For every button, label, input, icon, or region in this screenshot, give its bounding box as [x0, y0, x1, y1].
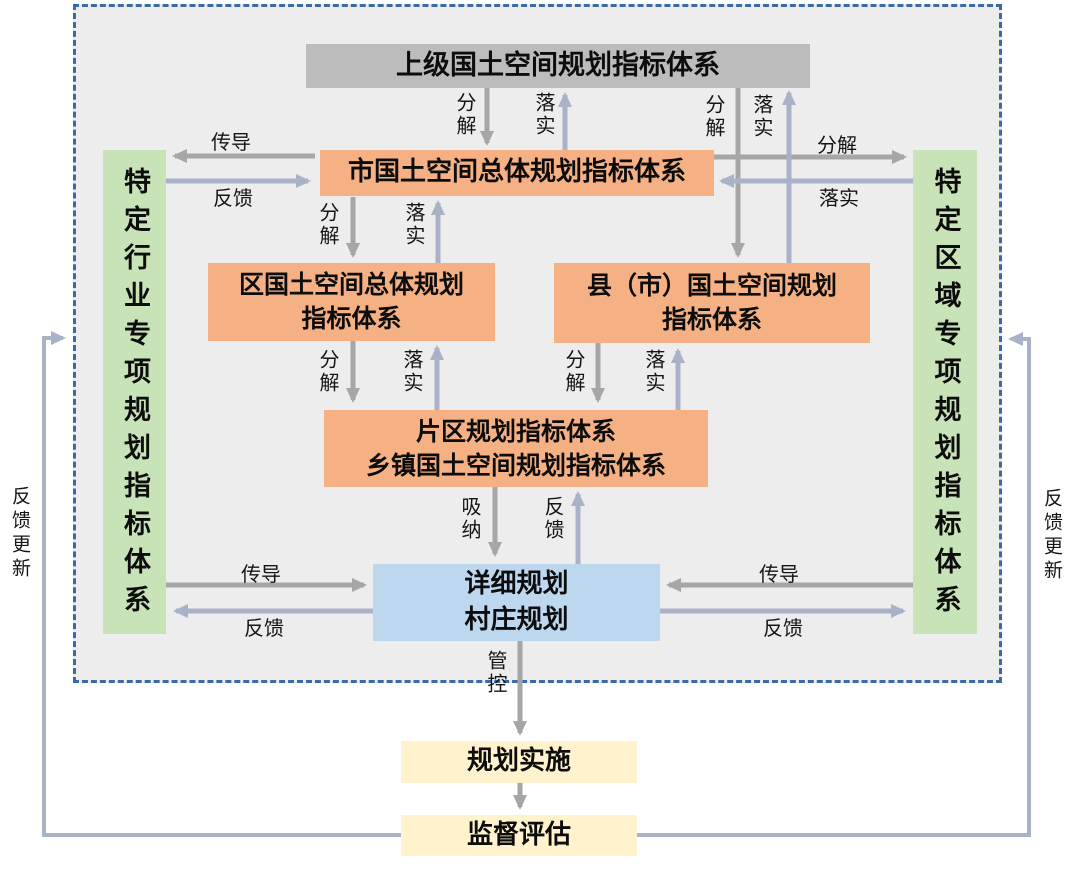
label-decompose-municipal-region: 分解	[817, 133, 857, 157]
box-county-label-line2: 指标体系	[661, 305, 762, 334]
box-detailed-label-line2: 村庄规划	[464, 604, 569, 635]
box-supervision-label: 监督评估	[466, 819, 571, 850]
box-industry-label: 特定行业专项规划指标体系	[119, 167, 150, 623]
label-implement-municipal-superior: 落实	[532, 92, 556, 138]
box-county-indicator-system: 县（市）国土空间规划 指标体系	[554, 263, 870, 343]
box-superior-label: 上级国土空间规划指标体系	[396, 49, 720, 81]
box-planning-implementation: 规划实施	[401, 741, 637, 783]
box-area-label-line1: 片区规划指标体系	[415, 416, 616, 446]
box-district-label-line1: 区国土空间总体规划	[238, 270, 464, 300]
box-industry-special-indicator-system: 特定行业专项规划指标体系	[103, 150, 166, 634]
box-implementation-label: 规划实施	[466, 746, 571, 777]
box-region-special-indicator-system: 特定区域专项规划指标体系	[913, 150, 977, 634]
arrow-feedback-update-left-loop	[42, 331, 401, 837]
label-decompose-county-area: 分解	[562, 349, 586, 395]
label-implement-area-district: 落实	[400, 349, 424, 395]
box-district-indicator-system: 区国土空间总体规划 指标体系	[208, 263, 495, 341]
box-municipal-label: 市国土空间总体规划指标体系	[347, 157, 686, 188]
label-absorb: 吸纳	[458, 496, 482, 542]
label-feedback-detailed-industry: 反馈	[244, 616, 284, 640]
arrow-feedback-update-right-loop	[637, 332, 1031, 837]
label-control: 管控	[484, 650, 508, 696]
box-area-township-indicator-system: 片区规划指标体系 乡镇国土空间规划指标体系	[324, 410, 708, 487]
box-municipal-indicator-system: 市国土空间总体规划指标体系	[320, 150, 714, 196]
label-transmit-region-detailed: 传导	[759, 562, 799, 586]
label-implement-region-municipal: 落实	[819, 186, 859, 210]
label-decompose-superior-county: 分解	[702, 94, 726, 140]
box-district-label-line2: 指标体系	[301, 304, 402, 333]
label-feedback-detailed-area: 反馈	[541, 496, 565, 542]
box-county-label-line1: 县（市）国土空间规划	[586, 271, 837, 301]
label-feedback-update-left: 反馈更新	[9, 486, 31, 582]
box-region-label: 特定区域专项规划指标体系	[929, 167, 961, 623]
label-feedback-industry-municipal: 反馈	[213, 186, 253, 210]
label-transmit-industry-detailed: 传导	[241, 562, 281, 586]
box-superior-indicator-system: 上级国土空间规划指标体系	[306, 44, 810, 88]
box-detailed-label-line1: 详细规划	[464, 569, 569, 600]
label-decompose-district-area: 分解	[316, 349, 340, 395]
label-implement-district-municipal: 落实	[402, 202, 426, 248]
label-implement-county-superior: 落实	[750, 94, 774, 140]
box-supervision-evaluation: 监督评估	[401, 815, 637, 856]
label-implement-area-county: 落实	[642, 349, 666, 395]
label-transmit-municipal-industry: 传导	[211, 130, 251, 154]
box-area-label-line2: 乡镇国土空间规划指标体系	[365, 450, 666, 480]
label-feedback-update-right: 反馈更新	[1041, 488, 1063, 584]
label-decompose-municipal-district: 分解	[316, 202, 340, 248]
box-detailed-village-planning: 详细规划 村庄规划	[373, 564, 660, 641]
label-decompose-superior-municipal: 分解	[453, 92, 477, 138]
label-feedback-detailed-region: 反馈	[763, 616, 803, 640]
